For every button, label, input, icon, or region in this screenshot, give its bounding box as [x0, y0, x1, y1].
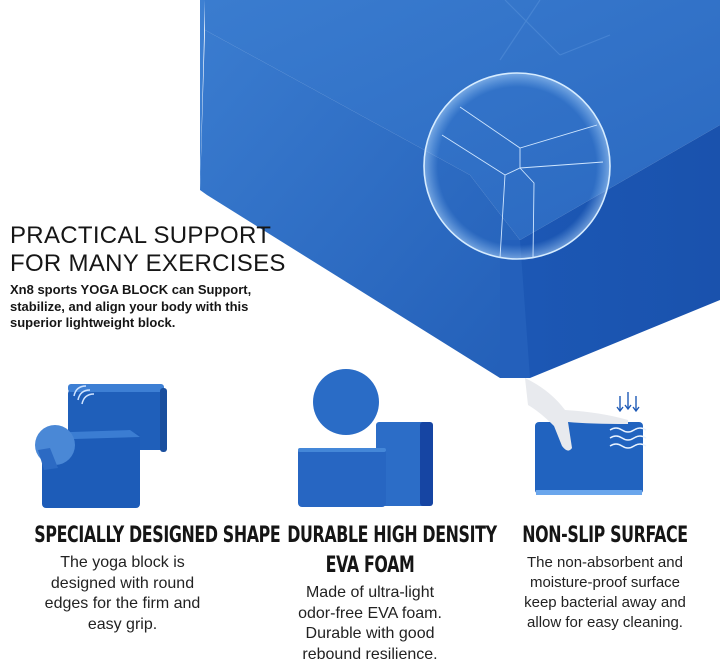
- desc-line: keep bacterial away and: [524, 594, 686, 611]
- rounded-edge-blocks-icon: [35, 384, 167, 508]
- desc-line: edges for the firm and: [44, 595, 201, 612]
- feature-description: Made of ultra-light odor-free EVA foam. …: [255, 583, 485, 665]
- feature-title: NON-SLIP SURFACE: [522, 523, 688, 548]
- desc-line: The yoga block is: [60, 554, 185, 571]
- feature-title: SPECIALLY DESIGNED SHAPE: [34, 523, 281, 548]
- headline-line-1: PRACTICAL SUPPORT: [10, 222, 272, 249]
- non-slip-hand-block-icon: [525, 378, 647, 495]
- eva-foam-texture-icon: [298, 369, 433, 507]
- subtext-line-1: Xn8 sports YOGA BLOCK can Support,: [10, 282, 252, 297]
- headline-line-2: FOR MANY EXERCISES: [10, 250, 286, 277]
- headline: PRACTICAL SUPPORT FOR MANY EXERCISES: [10, 222, 310, 278]
- feature-description: The non-absorbent and moisture-proof sur…: [490, 553, 720, 633]
- desc-line: moisture-proof surface: [529, 574, 681, 591]
- desc-line: allow for easy cleaning.: [527, 614, 683, 631]
- feature-title: DURABLE HIGH DENSITY EVA FOAM: [287, 521, 497, 581]
- desc-line: odor-free EVA foam.: [298, 604, 442, 622]
- desc-line: rebound resilience.: [302, 645, 438, 663]
- desc-line: Durable with good: [305, 625, 435, 642]
- feature-durable-eva-foam: DURABLE HIGH DENSITY EVA FOAM Made of ul…: [255, 521, 497, 665]
- desc-line: easy grip.: [87, 615, 158, 633]
- title-line: EVA FOAM: [325, 553, 415, 578]
- desc-line: Made of ultra-light: [305, 584, 435, 601]
- hero-subtext: Xn8 sports YOGA BLOCK can Support, stabi…: [10, 282, 310, 332]
- desc-line: designed with round: [50, 574, 195, 592]
- subtext-line-3: superior lightweight block.: [10, 315, 176, 330]
- feature-non-slip-surface: NON-SLIP SURFACE The non-absorbent and m…: [490, 521, 720, 633]
- title-line: DURABLE HIGH DENSITY: [287, 523, 497, 548]
- desc-line: The non-absorbent and: [527, 554, 683, 571]
- yoga-block-hero-image: [200, 0, 720, 378]
- feature-specially-designed-shape: SPECIALLY DESIGNED SHAPE The yoga block …: [0, 521, 281, 635]
- subtext-line-2: stabilize, and align your body with this: [10, 298, 249, 314]
- feature-description: The yoga block is designed with round ed…: [0, 553, 245, 635]
